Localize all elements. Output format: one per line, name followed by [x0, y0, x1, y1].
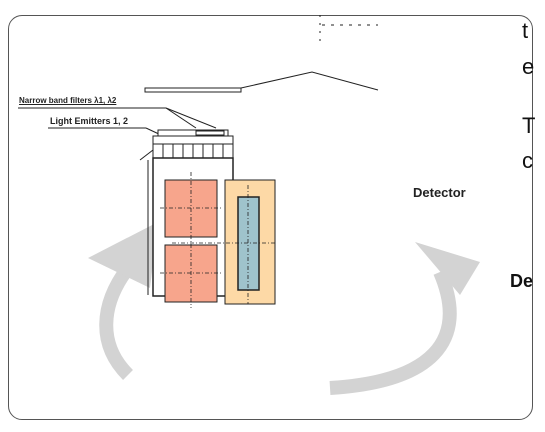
cropped-text-1: t — [522, 18, 529, 43]
cropped-text-3: T — [522, 113, 536, 138]
cropped-text-2: e — [522, 54, 535, 79]
rotate-arrow-right-head — [415, 242, 480, 295]
filter-plate — [144, 87, 242, 93]
cropped-text-4: c — [522, 148, 533, 173]
rotate-arrow-right — [329, 269, 457, 395]
filter-cap-inner — [195, 130, 225, 136]
emitter-crosshairs — [160, 172, 222, 308]
detector-crosshairs — [172, 185, 275, 304]
rotate-arrow-left-head — [88, 222, 158, 288]
rotate-arrow-left — [99, 263, 134, 380]
emitter-head — [152, 135, 234, 145]
emitter-fin-lines — [162, 144, 224, 158]
detector-label: Detector — [413, 185, 466, 200]
body-diag — [139, 149, 154, 161]
light-path-line — [240, 71, 379, 91]
filters-leader-b — [165, 107, 217, 129]
cropped-text-5: De — [510, 271, 534, 291]
detector-element — [237, 196, 260, 291]
filters-leader-a — [165, 107, 197, 129]
filters-label: Narrow band filters λ1, λ2 — [19, 96, 117, 105]
emitters-label: Light Emitters 1, 2 — [50, 116, 129, 126]
diagram-frame — [8, 15, 533, 420]
